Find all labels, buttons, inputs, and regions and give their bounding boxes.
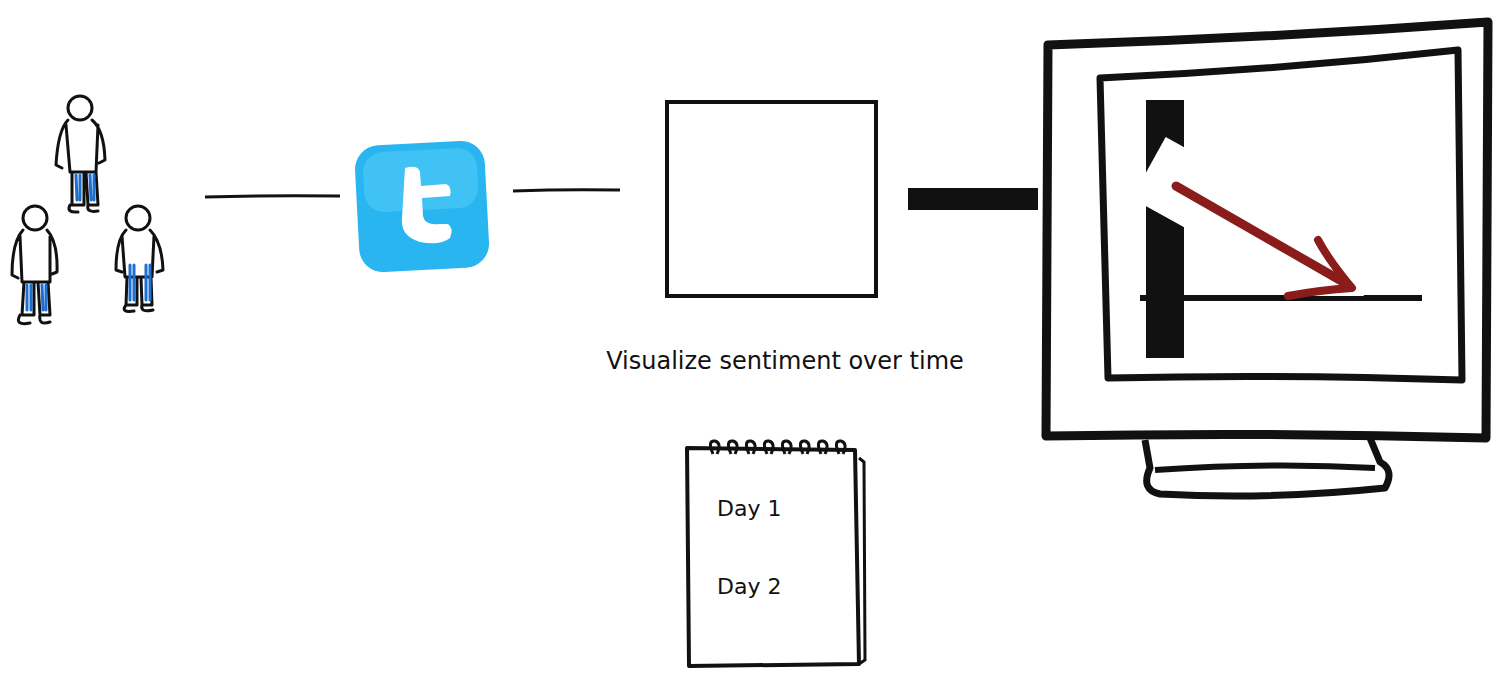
notepad-node: Day 1 Day 2 bbox=[683, 438, 868, 672]
people-figures bbox=[12, 96, 163, 324]
connector-line bbox=[513, 190, 620, 191]
connector-line bbox=[205, 196, 340, 197]
line-chart bbox=[1132, 100, 1422, 358]
twitter-icon bbox=[354, 140, 490, 274]
process-box: Visualize sentiment over time bbox=[560, 95, 1010, 395]
notepad-spiral bbox=[746, 441, 755, 454]
square-box bbox=[665, 100, 878, 298]
thick-connector bbox=[908, 188, 1038, 210]
notepad-spiral bbox=[728, 441, 737, 454]
notepad-spiral bbox=[710, 441, 719, 454]
notepad-spiral bbox=[764, 441, 773, 454]
notepad-page bbox=[687, 448, 859, 666]
person-figure bbox=[56, 96, 105, 212]
notepad-spiral bbox=[782, 441, 791, 454]
notepad-spiral bbox=[800, 441, 809, 454]
monitor bbox=[1046, 22, 1488, 496]
note-text: Day 1 bbox=[717, 496, 807, 521]
notepad-spiral bbox=[818, 441, 827, 454]
person-figure bbox=[116, 206, 163, 311]
person-figure bbox=[12, 206, 57, 324]
notepad-spiral bbox=[836, 441, 845, 454]
node-caption: Visualize sentiment over time bbox=[560, 347, 1010, 375]
note-text: Day 2 bbox=[717, 574, 807, 599]
notepad-edge bbox=[859, 458, 865, 664]
notepad-outline bbox=[683, 438, 868, 672]
